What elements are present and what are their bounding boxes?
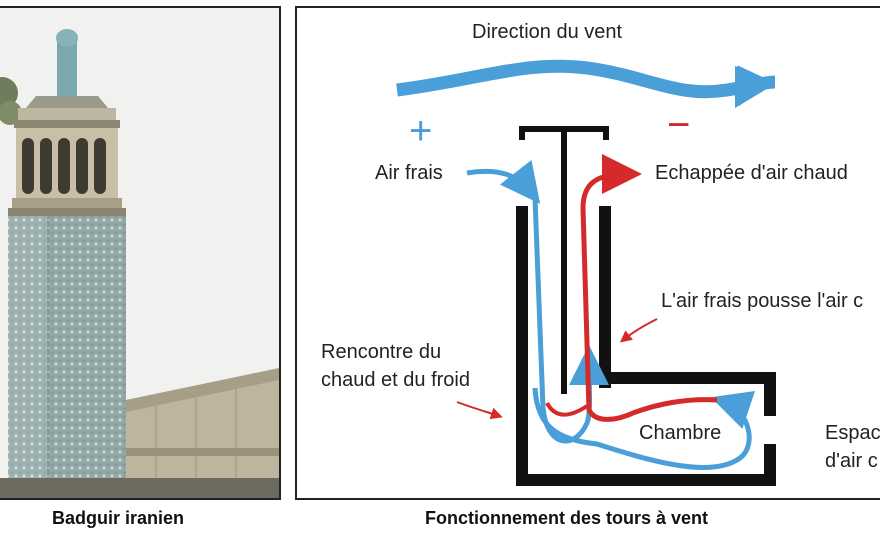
fresh-air-label: Air frais xyxy=(375,162,443,184)
tower-spire xyxy=(56,29,78,96)
photo-caption: Badguir iranien xyxy=(52,508,185,528)
space-label-line1: Espac xyxy=(825,422,880,444)
tree-foliage xyxy=(0,77,22,125)
minus-sign: − xyxy=(667,103,690,147)
adjoining-wall xyxy=(126,368,279,498)
meeting-label-line1: Rencontre du xyxy=(321,341,441,363)
chamber-ceiling xyxy=(599,372,776,384)
plus-sign: + xyxy=(409,109,432,153)
tower-shaft xyxy=(8,216,126,498)
right-wall-lower xyxy=(764,444,776,486)
roof-top-bar xyxy=(519,126,609,132)
tower-arcade xyxy=(16,128,118,198)
badgir-photo xyxy=(0,6,281,500)
wind-direction-label: Direction du vent xyxy=(472,21,623,43)
right-wall-upper xyxy=(764,372,776,416)
windtower-diagram-svg: Direction du vent + − xyxy=(321,21,880,486)
push-label: L'air frais pousse l'air c xyxy=(661,290,863,312)
hot-air-exit-label: Echappée d'air chaud xyxy=(655,162,848,184)
left-outer-wall xyxy=(516,206,528,486)
wind-arrow xyxy=(396,59,776,106)
hot-air-flow xyxy=(545,154,718,422)
meeting-pointer-arrow xyxy=(456,401,503,420)
windtower-diagram: Direction du vent + − xyxy=(295,6,880,500)
wind-arrow-head xyxy=(735,66,775,108)
meeting-label-line2: chaud et du froid xyxy=(321,369,470,391)
push-pointer-arrow xyxy=(619,318,658,343)
central-divider xyxy=(561,132,567,394)
roof-right-tip xyxy=(603,126,609,140)
bottom-wall xyxy=(516,474,776,486)
chamber-label: Chambre xyxy=(639,422,721,444)
tower-structure xyxy=(516,126,776,486)
right-inner-wall xyxy=(599,206,611,388)
roof-left-tip xyxy=(519,126,525,140)
windcatcher-tower-illustration xyxy=(0,8,279,498)
space-label-line2: d'air c xyxy=(825,450,878,472)
diagram-caption: Fonctionnement des tours à vent xyxy=(425,508,709,528)
